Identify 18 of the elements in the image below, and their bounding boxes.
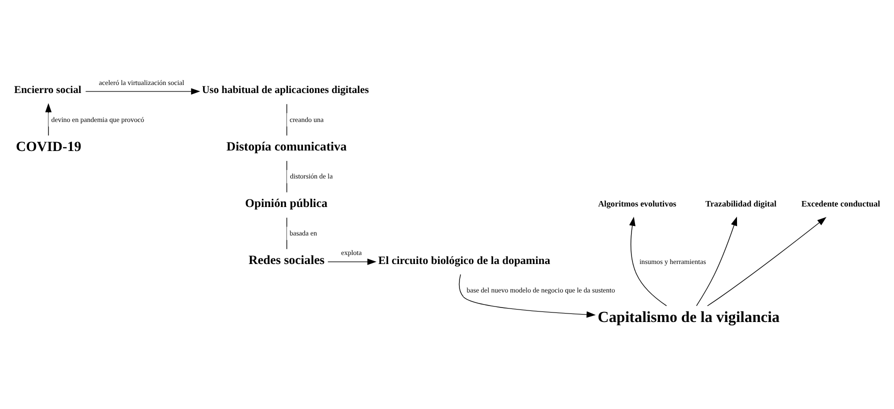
- arrow: [85, 88, 200, 94]
- arrow: [45, 102, 52, 136]
- connector: [286, 160, 288, 192]
- node-text: COVID-19: [16, 140, 82, 155]
- node-text: El circuito biológico de la dopamina: [378, 254, 550, 266]
- node-text: Encierro social: [14, 84, 82, 96]
- arrow: [328, 258, 376, 264]
- connector: [286, 103, 288, 136]
- node-text: Distopía comunicativa: [226, 139, 347, 154]
- node-text: Opinión pública: [245, 196, 328, 210]
- node-text: Redes sociales: [248, 252, 325, 267]
- arrow: [696, 216, 738, 306]
- node-text: Capitalismo de la vigilancia: [598, 308, 780, 326]
- arrow: [458, 274, 596, 318]
- connector: [286, 216, 288, 249]
- arrow: [707, 216, 826, 306]
- arrow: [629, 216, 667, 306]
- node-text: Uso habitual de aplicaciones digitales: [202, 84, 369, 96]
